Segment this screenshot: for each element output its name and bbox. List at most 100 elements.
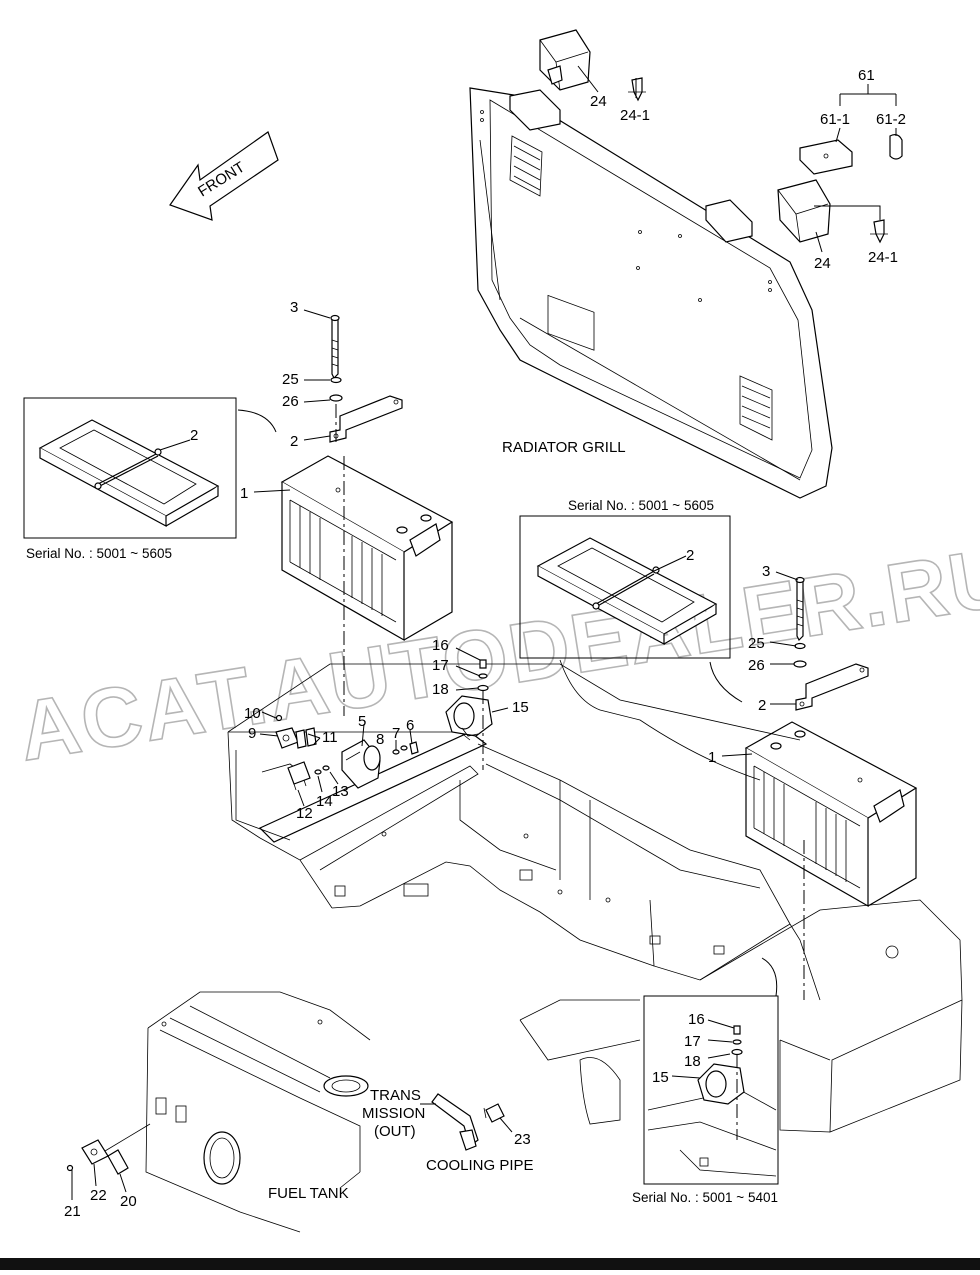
callout: 24 bbox=[590, 93, 607, 110]
battery-tray-middle bbox=[536, 537, 718, 646]
washer-14 bbox=[314, 769, 322, 775]
front-arrow: FRONT bbox=[169, 131, 279, 221]
washer-18-top bbox=[477, 684, 489, 692]
callout: 25 bbox=[748, 635, 765, 652]
fitting-23 bbox=[483, 1103, 505, 1123]
cooling-pipe-label: COOLING PIPE bbox=[426, 1157, 534, 1174]
callout: 3 bbox=[290, 299, 298, 316]
relay-12 bbox=[287, 761, 311, 791]
work-lamp-top bbox=[539, 29, 591, 91]
callout: 24 bbox=[814, 255, 831, 272]
detail-box-left bbox=[23, 397, 237, 539]
callout: 26 bbox=[748, 657, 765, 674]
callout: 9 bbox=[248, 725, 256, 742]
callout: 13 bbox=[332, 783, 349, 800]
callout: 10 bbox=[244, 705, 261, 722]
lamp-lens-61-1 bbox=[799, 139, 853, 175]
gasket-22 bbox=[81, 1139, 109, 1165]
washer-26-left bbox=[329, 394, 343, 402]
callout: 16 bbox=[688, 1011, 705, 1028]
detail-box-bottom bbox=[643, 995, 779, 1185]
callout: 17 bbox=[432, 657, 449, 674]
callout: 6 bbox=[406, 717, 414, 734]
callout: 18 bbox=[684, 1053, 701, 1070]
callout: 15 bbox=[652, 1069, 669, 1086]
callout: 16 bbox=[432, 637, 449, 654]
callout: 12 bbox=[296, 805, 313, 822]
travel-alarm-15-bottom bbox=[697, 1063, 745, 1105]
grill-mesh-right bbox=[739, 375, 773, 441]
transmission-label-1: TRANS bbox=[370, 1087, 421, 1104]
callout: 24-1 bbox=[620, 107, 650, 124]
callout: 2 bbox=[758, 697, 766, 714]
hold-down-bar-left bbox=[329, 395, 403, 443]
cooling-pipe bbox=[431, 1093, 479, 1151]
callout: 11 bbox=[322, 729, 338, 746]
nut-25-right bbox=[794, 642, 806, 650]
bulb-24-1-top bbox=[628, 77, 646, 102]
callout: 26 bbox=[282, 393, 299, 410]
frame-section-detail bbox=[647, 1089, 777, 1177]
callout: 14 bbox=[316, 793, 333, 810]
callout: 18 bbox=[432, 681, 449, 698]
bolt-3-left bbox=[330, 314, 340, 380]
fuel-tank-label: FUEL TANK bbox=[268, 1185, 349, 1202]
fuel-tank bbox=[145, 991, 371, 1233]
hold-down-bar-right bbox=[795, 663, 869, 711]
grill-mesh-left bbox=[509, 135, 543, 197]
washer-8 bbox=[392, 749, 400, 755]
detail-box-middle bbox=[519, 515, 731, 659]
transmission-label-2: MISSION bbox=[362, 1105, 425, 1122]
hydraulic-tank bbox=[519, 899, 963, 1133]
callout: 15 bbox=[512, 699, 529, 716]
callout: 5 bbox=[358, 713, 366, 730]
callout: 8 bbox=[376, 731, 384, 748]
bottom-border bbox=[0, 1258, 980, 1270]
screw-10 bbox=[275, 714, 283, 722]
bulb-24-1-right bbox=[870, 219, 888, 244]
callout: 20 bbox=[120, 1193, 137, 1210]
callout: 3 bbox=[762, 563, 770, 580]
bolt-16-top bbox=[479, 659, 487, 669]
bolt-6 bbox=[409, 741, 419, 755]
callout: 25 bbox=[282, 371, 299, 388]
fuel-sender-20 bbox=[99, 1123, 151, 1175]
callout-numbers: 3 25 26 2 2 1 2 3 25 26 2 1 16 17 18 15 … bbox=[64, 67, 906, 1220]
travel-alarm-15-top bbox=[445, 695, 493, 737]
bulb-61-2 bbox=[889, 134, 903, 160]
callout: 61-1 bbox=[820, 111, 850, 128]
washer-17-bottom bbox=[732, 1039, 742, 1045]
bolt-16-bottom bbox=[733, 1025, 741, 1035]
nut-25-left bbox=[330, 376, 342, 384]
callout: 7 bbox=[392, 725, 400, 742]
nut-13 bbox=[322, 765, 330, 771]
callout: 1 bbox=[708, 749, 716, 766]
callout: 2 bbox=[686, 547, 694, 564]
fuse-11 bbox=[295, 727, 317, 749]
callout: 23 bbox=[514, 1131, 531, 1148]
callout: 21 bbox=[64, 1203, 81, 1220]
washer-26-right bbox=[793, 660, 807, 668]
upper-frame bbox=[227, 659, 821, 1001]
callout: 2 bbox=[290, 433, 298, 450]
callout: 17 bbox=[684, 1033, 701, 1050]
washer-17-top bbox=[478, 673, 488, 679]
work-lamp-right bbox=[777, 179, 831, 243]
callout: 2 bbox=[190, 427, 198, 444]
callout: 1 bbox=[240, 485, 248, 502]
watermark: ACAT.AUTODEALER.RU bbox=[12, 529, 980, 779]
battery-tray-left bbox=[38, 419, 220, 528]
radiator-grill bbox=[469, 87, 853, 499]
screw-21 bbox=[66, 1164, 74, 1172]
callout: 61-2 bbox=[876, 111, 906, 128]
callout: 24-1 bbox=[868, 249, 898, 266]
serial-middle: Serial No. : 5001 ~ 5605 bbox=[568, 498, 714, 513]
nut-7 bbox=[400, 745, 408, 751]
serial-left: Serial No. : 5001 ~ 5605 bbox=[26, 546, 172, 561]
radiator-grill-label: RADIATOR GRILL bbox=[502, 439, 626, 456]
serial-bottom: Serial No. : 5001 ~ 5401 bbox=[632, 1190, 778, 1205]
washer-18-bottom bbox=[731, 1048, 743, 1056]
transmission-label-3: (OUT) bbox=[374, 1123, 416, 1140]
